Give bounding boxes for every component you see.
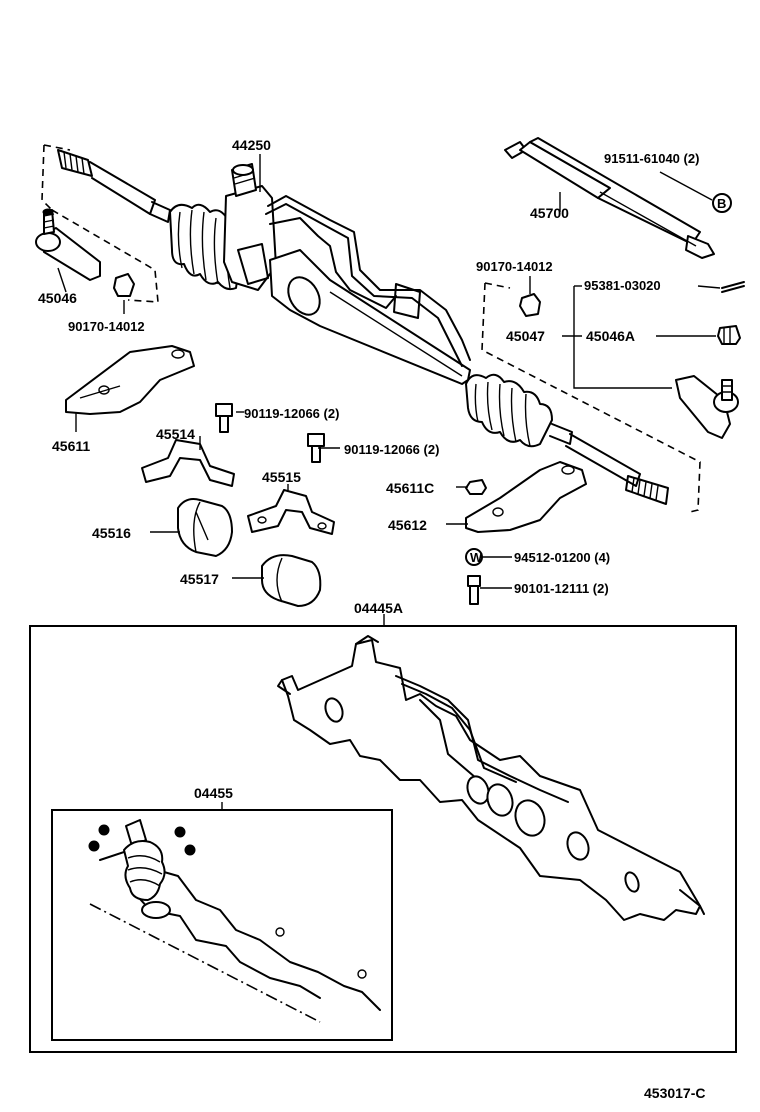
right-bracket: [465, 461, 587, 533]
label-nut-right[interactable]: 90170-14012: [476, 259, 553, 274]
label-bolt-a[interactable]: 90119-12066 (2): [244, 406, 339, 421]
label-grommet-left[interactable]: 45516: [92, 525, 131, 541]
gasket-kit-box: [51, 809, 393, 1041]
label-tie-rod-end-sub[interactable]: 45047: [506, 328, 545, 344]
label-tie-rod-end-left[interactable]: 45046: [38, 290, 77, 306]
left-bracket: [65, 345, 195, 415]
right-tie-rod-end: [675, 375, 739, 439]
part-labels: 44250 91511-61040 (2) 45700 B 45046 9017…: [38, 137, 732, 1101]
leader-lines: [57, 154, 721, 810]
hydraulic-pipes: [265, 195, 471, 367]
cotter-pin: [721, 281, 745, 293]
marker-w-label: W: [470, 550, 483, 565]
label-nut-c[interactable]: 45611C: [386, 480, 434, 496]
label-clamp-right[interactable]: 45515: [262, 469, 301, 485]
left-nut: [113, 273, 135, 297]
label-housing-kit[interactable]: 04445A: [354, 600, 403, 616]
castle-nut: [717, 325, 741, 345]
label-damper-bolt[interactable]: 91511-61040 (2): [604, 151, 699, 166]
label-clamp-left[interactable]: 45514: [156, 426, 195, 442]
rack-assembly: [35, 137, 745, 607]
rack-housing: [269, 249, 471, 385]
label-nut-left[interactable]: 90170-14012: [68, 319, 145, 334]
label-tie-rod-end-right[interactable]: 45046A: [586, 328, 635, 344]
small-nut: [465, 479, 487, 495]
diagram-code: 453017-C: [644, 1085, 706, 1101]
label-cotter-pin[interactable]: 95381-03020: [584, 278, 661, 293]
housing-kit-box: [29, 625, 737, 1053]
label-damper[interactable]: 45700: [530, 205, 569, 221]
right-clamp: [247, 489, 335, 535]
label-grommet-right[interactable]: 45517: [180, 571, 219, 587]
right-nut: [519, 293, 541, 317]
label-washer[interactable]: 94512-01200 (4): [514, 550, 610, 565]
marker-b-circle: [712, 193, 732, 213]
left-tie-rod: [57, 149, 171, 223]
label-gasket-kit[interactable]: 04455: [194, 785, 233, 801]
label-gear-assembly[interactable]: 44250: [232, 137, 271, 153]
left-clamp: [141, 439, 235, 487]
label-bracket-right[interactable]: 45612: [388, 517, 427, 533]
label-bolt-b[interactable]: 90119-12066 (2): [344, 442, 439, 457]
left-grommet: [177, 498, 233, 557]
steering-damper: [504, 137, 715, 259]
label-bracket-left[interactable]: 45611: [52, 438, 90, 454]
bolt-a: [215, 403, 233, 433]
bolt-c: [467, 575, 481, 605]
right-grommet: [261, 554, 322, 607]
marker-b-label: B: [717, 196, 726, 211]
right-tie-rod: [549, 423, 669, 505]
left-tie-rod-end: [35, 208, 101, 281]
label-bolt-c[interactable]: 90101-12111 (2): [514, 581, 609, 596]
right-boot: [465, 373, 553, 448]
bolt-b: [307, 433, 325, 463]
pinion-housing: [223, 163, 277, 291]
